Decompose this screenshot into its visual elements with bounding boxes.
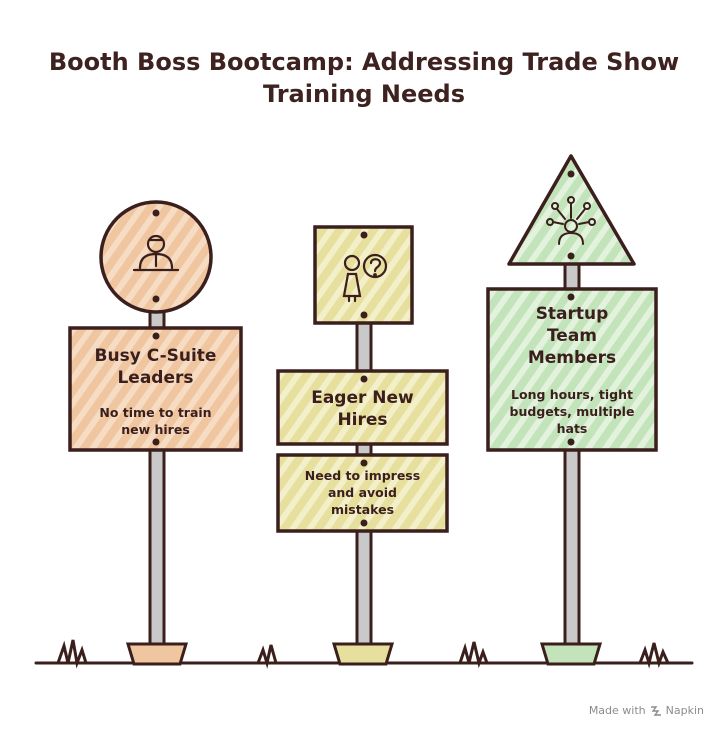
title-line-2: Training Needs [262,80,466,108]
executive-icon [132,234,180,272]
title-line-1: Booth Boss Bootcamp: Addressing Trade Sh… [48,48,680,76]
napkin-logo-icon [650,705,661,716]
sign-1-detail: No time to train new hires [70,404,241,438]
sign-eager-new-hires [276,225,449,666]
sign-3-detail: Long hours, tight budgets, multiple hats [488,386,656,437]
sign-3-detail-line: budgets, multiple [509,404,635,419]
board [486,287,658,452]
post-base [125,642,189,666]
post-base [539,642,603,666]
person-question-icon [342,253,388,303]
sign-2-detail-line: mistakes [330,502,395,517]
sign-1-detail-line: new hires [121,422,190,437]
sign-3-heading-line: Startup [535,304,609,324]
board-top [276,369,449,446]
board [68,326,243,452]
sign-2-detail: Need to impress and avoid mistakes [278,467,447,518]
sign-2-heading-line: Hires [337,410,388,430]
napkin-credit[interactable]: Made with Napkin [589,704,704,717]
sign-3-heading-line: Members [527,348,617,368]
credit-prefix: Made with [588,704,646,717]
post-base [331,642,395,666]
sign-3-heading: Startup Team Members [488,303,656,369]
diagram-title: Booth Boss Bootcamp: Addressing Trade Sh… [0,46,728,110]
square-sign [313,225,414,325]
sign-1-heading-line: Leaders [117,368,194,388]
sign-1-heading-line: Busy C-Suite [94,346,217,366]
sign-3-detail-line: hats [556,421,588,436]
sign-3-detail-line: Long hours, tight [511,387,633,402]
credit-brand: Napkin [665,704,704,717]
sign-1-heading: Busy C-Suite Leaders [70,345,241,389]
sign-2-heading-line: Eager New [311,388,414,408]
sign-1-detail-line: No time to train [99,405,212,420]
sign-2-heading: Eager New Hires [278,387,447,431]
team-network-icon [546,196,596,245]
sign-3-heading-line: Team [546,326,598,346]
sign-2-detail-line: Need to impress [304,468,421,483]
sign-2-detail-line: and avoid [327,485,398,500]
sign-busy-c-suite [68,200,243,666]
board-bottom [276,453,449,533]
sign-startup-team [486,154,658,666]
